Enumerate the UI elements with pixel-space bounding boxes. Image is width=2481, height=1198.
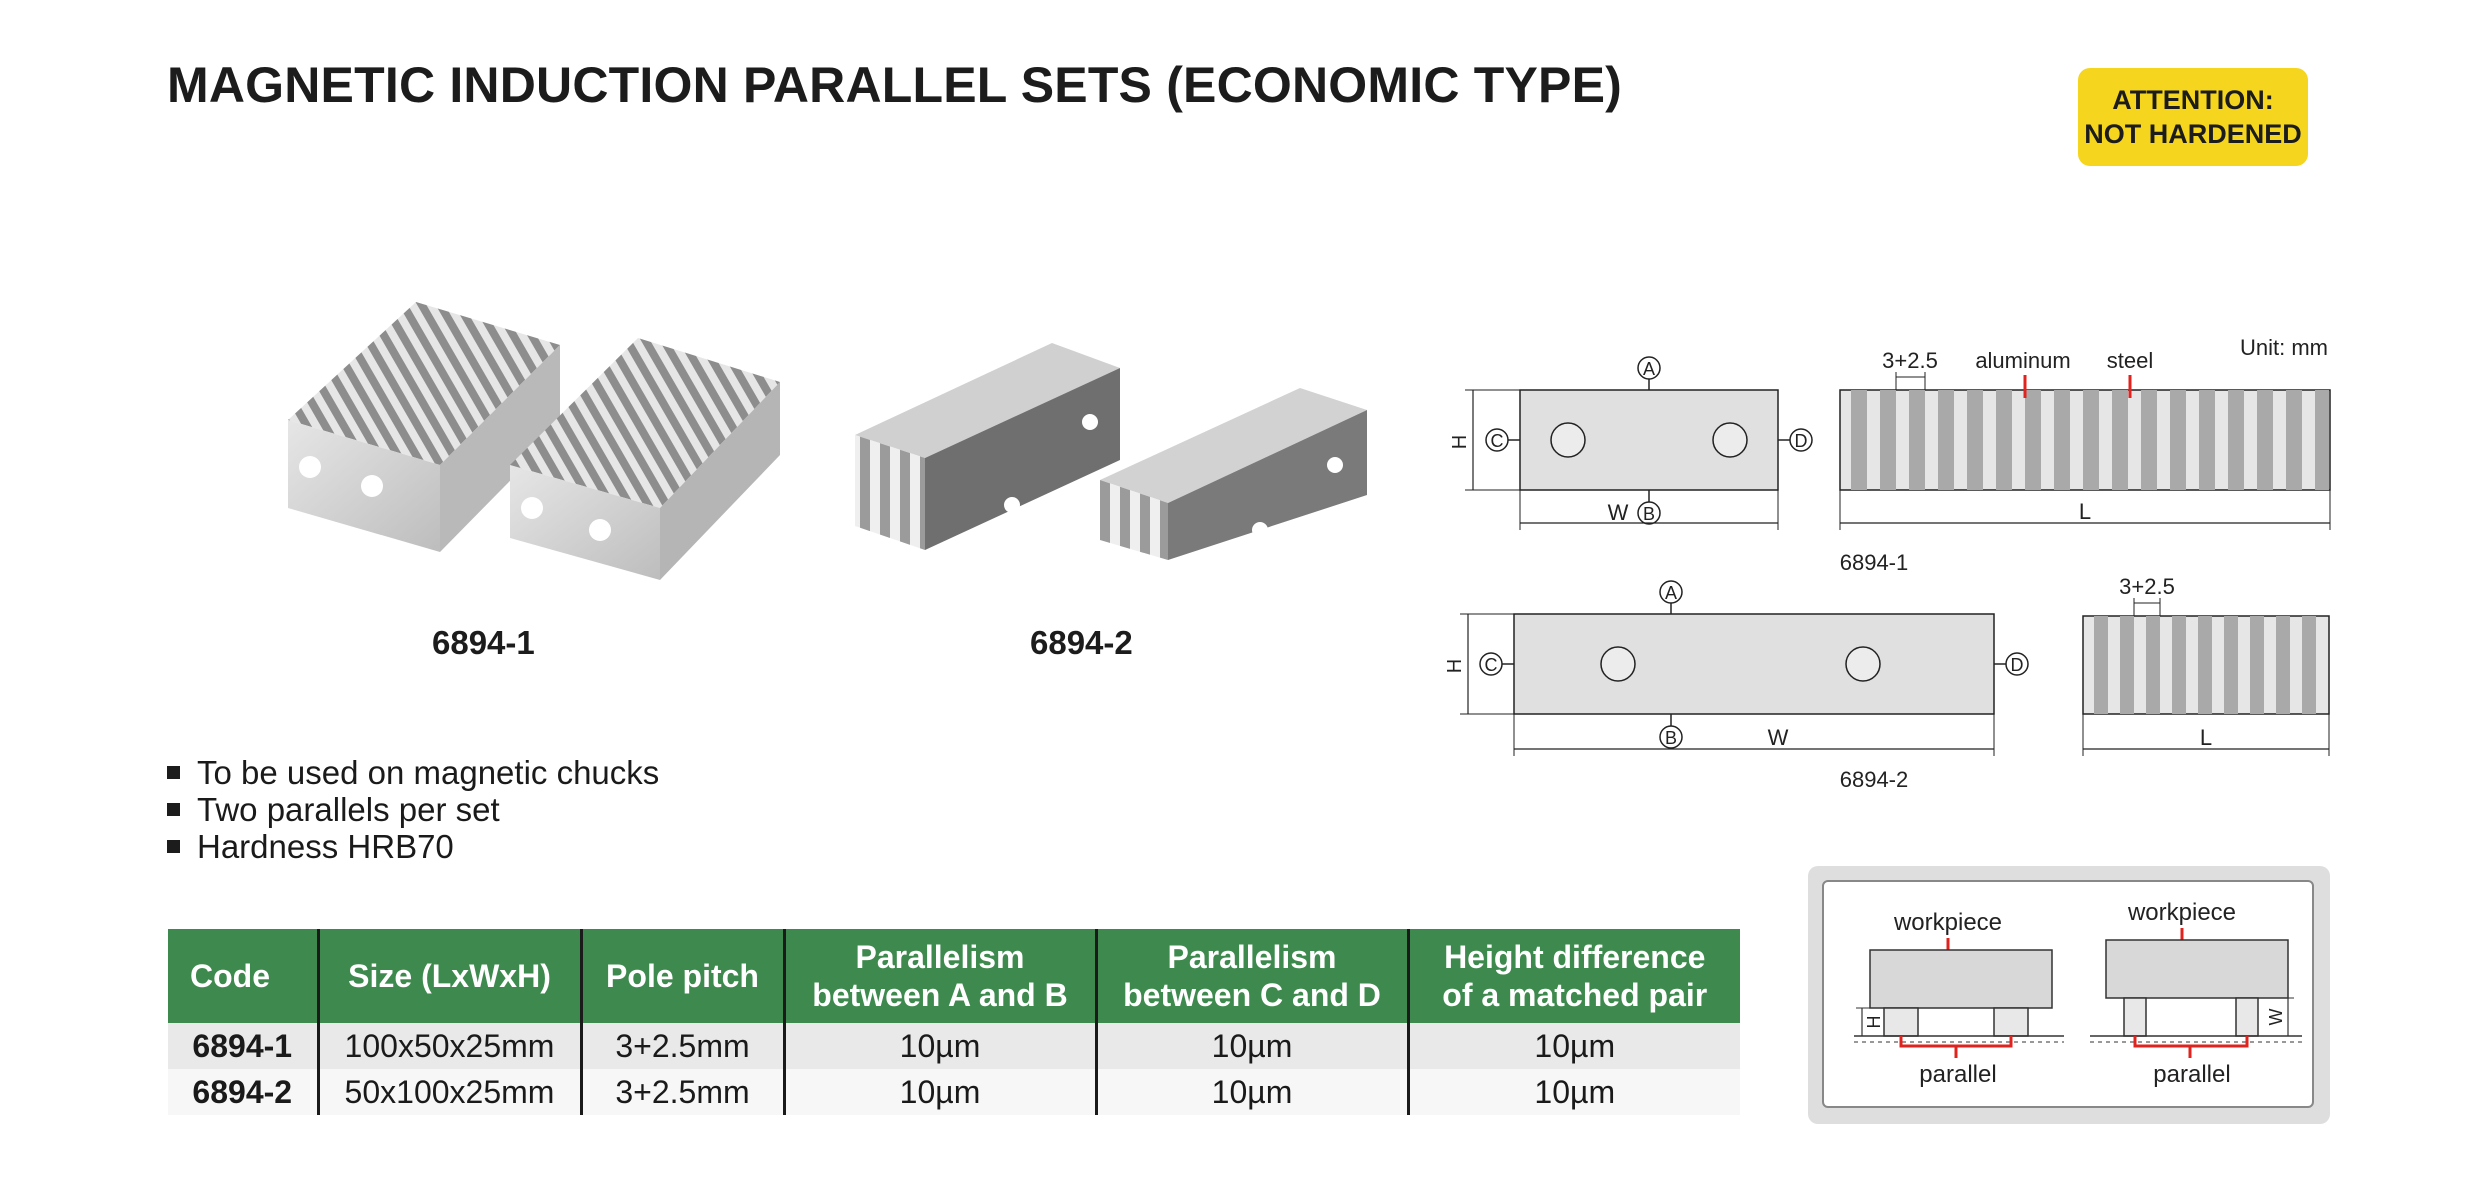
cell-parallelism-ab: 10µm xyxy=(784,1023,1098,1069)
feature-item: Two parallels per set xyxy=(167,791,659,828)
dim-l-2: L xyxy=(2200,725,2212,750)
badge-line-2: NOT HARDENED xyxy=(2084,119,2302,149)
block-6894-2-b xyxy=(1100,388,1367,560)
feature-list: To be used on magnetic chucks Two parall… xyxy=(167,754,659,865)
pitch-label-1: 3+2.5 xyxy=(1882,348,1938,373)
parallel-label-1: parallel xyxy=(1919,1061,1996,1088)
dim-h-1: H xyxy=(1449,435,1471,449)
usage-panel-inner: workpiece H parallel workpiece W xyxy=(1822,880,2314,1108)
usage-diagram: workpiece H parallel workpiece W xyxy=(1854,899,2302,1088)
face-label-a: A xyxy=(1643,359,1655,379)
technical-drawings: Unit: mm A B C D H W xyxy=(1444,335,2331,792)
product-label-6894-1: 6894-1 xyxy=(432,624,535,661)
usage-h-label: H xyxy=(1864,1016,1884,1029)
face-label-b: B xyxy=(1643,504,1655,524)
parallel-label-2: parallel xyxy=(2153,1061,2230,1088)
dim-h-2: H xyxy=(1444,659,1466,673)
dim-l-1: L xyxy=(2079,499,2091,524)
cell-size: 100x50x25mm xyxy=(318,1023,583,1069)
feature-text: To be used on magnetic chucks xyxy=(197,754,660,791)
face-label-c-2: C xyxy=(1485,655,1498,675)
cell-pole-pitch: 3+2.5mm xyxy=(581,1023,786,1069)
face-label-d: D xyxy=(1795,431,1808,451)
feature-text: Two parallels per set xyxy=(197,791,500,828)
dim-w-1: W xyxy=(1608,500,1629,525)
front-view-6894-1: A B C D H W xyxy=(1449,356,1813,530)
feature-item: Hardness HRB70 xyxy=(167,828,659,865)
feature-item: To be used on magnetic chucks xyxy=(167,754,659,791)
usage-w-label: W xyxy=(2266,1009,2286,1026)
product-label-6894-2: 6894-2 xyxy=(1030,624,1133,661)
cell-pole-pitch: 3+2.5mm xyxy=(581,1069,786,1115)
header-pole-pitch: Pole pitch xyxy=(581,929,786,1023)
unit-label: Unit: mm xyxy=(2240,335,2328,360)
face-label-b-2: B xyxy=(1665,728,1677,748)
diagram-caption-6894-1: 6894-1 xyxy=(1840,550,1909,575)
bullet-icon xyxy=(167,766,180,779)
cell-code: 6894-2 xyxy=(168,1069,320,1115)
steel-label: steel xyxy=(2107,348,2153,373)
diagram-caption-6894-2: 6894-2 xyxy=(1840,767,1909,792)
front-view-6894-2: A B C D H W xyxy=(1444,580,2029,756)
header-code: Code xyxy=(168,929,320,1023)
block-6894-1-b xyxy=(510,338,780,580)
attention-badge: ATTENTION: NOT HARDENED xyxy=(2078,68,2308,166)
workpiece-label-1: workpiece xyxy=(1893,909,2002,936)
cell-height-difference: 10µm xyxy=(1408,1069,1740,1115)
cell-parallelism-ab: 10µm xyxy=(784,1069,1098,1115)
bullet-icon xyxy=(167,840,180,853)
side-view-6894-1: 3+2.5 aluminum steel L xyxy=(1839,348,2331,530)
table-header-row: Code Size (LxWxH) Pole pitch Parallelism… xyxy=(168,929,1740,1023)
side-view-6894-2: 3+2.5 L xyxy=(2082,574,2330,756)
page-title: MAGNETIC INDUCTION PARALLEL SETS (ECONOM… xyxy=(167,57,1622,113)
cell-parallelism-cd: 10µm xyxy=(1096,1023,1410,1069)
cell-parallelism-cd: 10µm xyxy=(1096,1069,1410,1115)
feature-text: Hardness HRB70 xyxy=(197,828,454,865)
cell-size: 50x100x25mm xyxy=(318,1069,583,1115)
header-size: Size (LxWxH) xyxy=(318,929,583,1023)
badge-line-1: ATTENTION: xyxy=(2112,85,2274,115)
spec-table: Code Size (LxWxH) Pole pitch Parallelism… xyxy=(168,929,1740,1115)
aluminum-label: aluminum xyxy=(1975,348,2070,373)
block-6894-1-a xyxy=(288,302,560,552)
table-row: 6894-1 100x50x25mm 3+2.5mm 10µm 10µm 10µ… xyxy=(168,1023,1740,1069)
face-label-a-2: A xyxy=(1665,583,1677,603)
cell-code: 6894-1 xyxy=(168,1023,320,1069)
dim-w-2: W xyxy=(1768,725,1789,750)
product-photos xyxy=(288,302,1367,580)
cell-height-difference: 10µm xyxy=(1408,1023,1740,1069)
bullet-icon xyxy=(167,803,180,816)
face-label-c: C xyxy=(1491,431,1504,451)
block-6894-2-a xyxy=(855,343,1120,550)
workpiece-label-2: workpiece xyxy=(2127,899,2236,926)
usage-panel: workpiece H parallel workpiece W xyxy=(1808,866,2330,1124)
table-row: 6894-2 50x100x25mm 3+2.5mm 10µm 10µm 10µ… xyxy=(168,1069,1740,1115)
face-label-d-2: D xyxy=(2011,655,2024,675)
pitch-label-2: 3+2.5 xyxy=(2119,574,2175,599)
